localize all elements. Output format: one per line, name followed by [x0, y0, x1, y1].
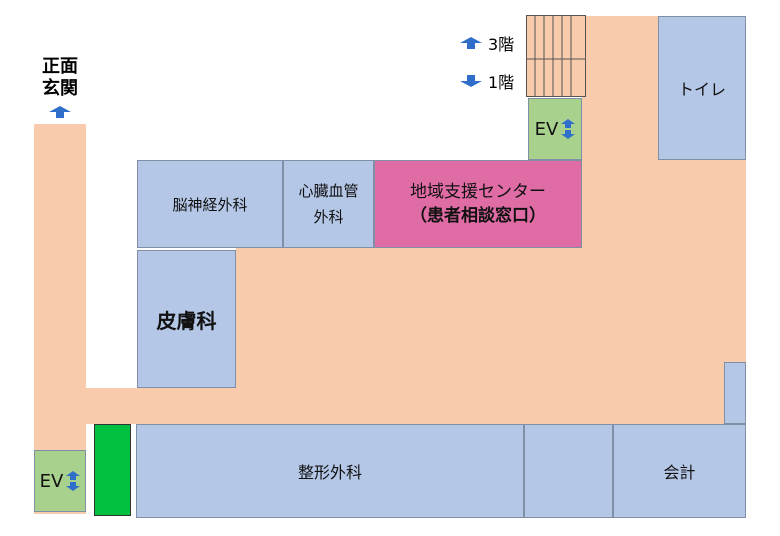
corridor-left — [34, 124, 86, 514]
side-block — [724, 362, 746, 424]
room-orthopedics: 整形外科 — [136, 424, 524, 518]
elevator-upper: EV — [528, 98, 582, 160]
stairs-up-label: 3階 — [460, 31, 514, 55]
room-cardiovascular-surgery: 心臓血管 外科 — [283, 160, 374, 248]
elevator-lower: EV — [34, 450, 86, 512]
room-neurosurgery: 脳神経外科 — [137, 160, 283, 248]
arrow-updown-icon — [561, 119, 576, 139]
toilet: トイレ — [658, 16, 746, 160]
arrow-updown-icon — [66, 471, 81, 491]
arrow-up-icon — [460, 37, 482, 49]
green-block — [94, 424, 131, 516]
arrow-up-icon — [49, 106, 71, 118]
room-regional-support-center: 地域支援センター （患者相談窓口） — [374, 160, 582, 248]
room-cashier: 会計 — [613, 424, 746, 518]
room-dermatology: 皮膚科 — [137, 250, 236, 388]
main-entrance-label: 正面 玄関 — [42, 56, 78, 99]
stair-area — [526, 16, 586, 96]
arrow-down-icon — [460, 75, 482, 87]
stairs-down-label: 1階 — [460, 69, 514, 93]
stairs — [526, 15, 586, 97]
room-unlabeled — [524, 424, 613, 518]
